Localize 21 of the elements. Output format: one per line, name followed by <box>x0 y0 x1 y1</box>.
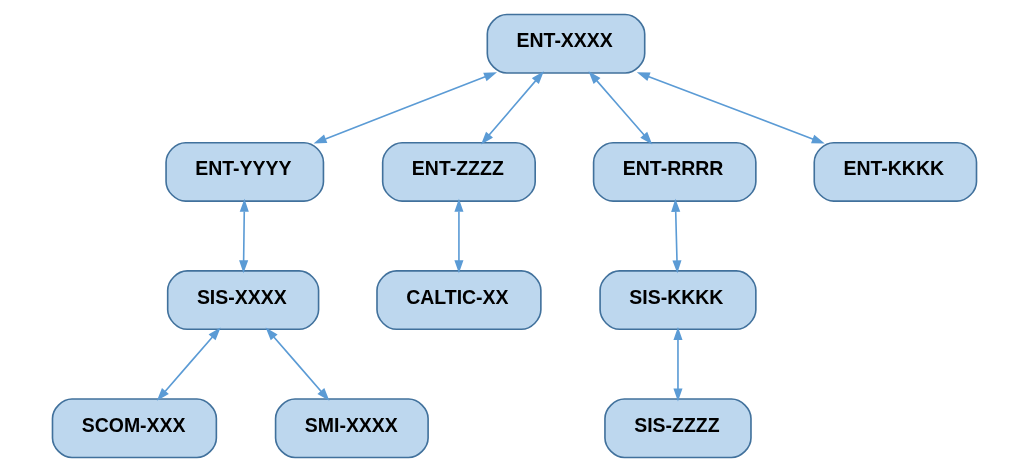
arrow <box>265 327 329 401</box>
node-box: SIS-XXXX <box>166 270 319 331</box>
node-box: ENT-XXXX <box>486 13 645 74</box>
node-box: ENT-ZZZZ <box>381 141 536 202</box>
node-box: SCOM-XXX <box>51 398 217 459</box>
node-box: ENT-KKKK <box>812 141 977 202</box>
arrow <box>672 327 683 402</box>
arrow <box>480 71 544 145</box>
arrow <box>238 198 249 274</box>
node-box: SIS-ZZZZ <box>603 398 752 459</box>
arrow <box>636 72 825 144</box>
node-box: ENT-RRRR <box>592 141 757 202</box>
node-box: ENT-YYYY <box>164 141 324 202</box>
arrow <box>453 198 463 274</box>
arrow <box>588 71 652 145</box>
node-box: SMI-XXXX <box>274 398 429 459</box>
arrow <box>670 198 682 274</box>
arrow <box>313 72 497 144</box>
arrow <box>156 327 221 401</box>
node-box: CALTIC-XX <box>375 270 542 331</box>
node-box: SIS-KKKK <box>598 270 757 331</box>
